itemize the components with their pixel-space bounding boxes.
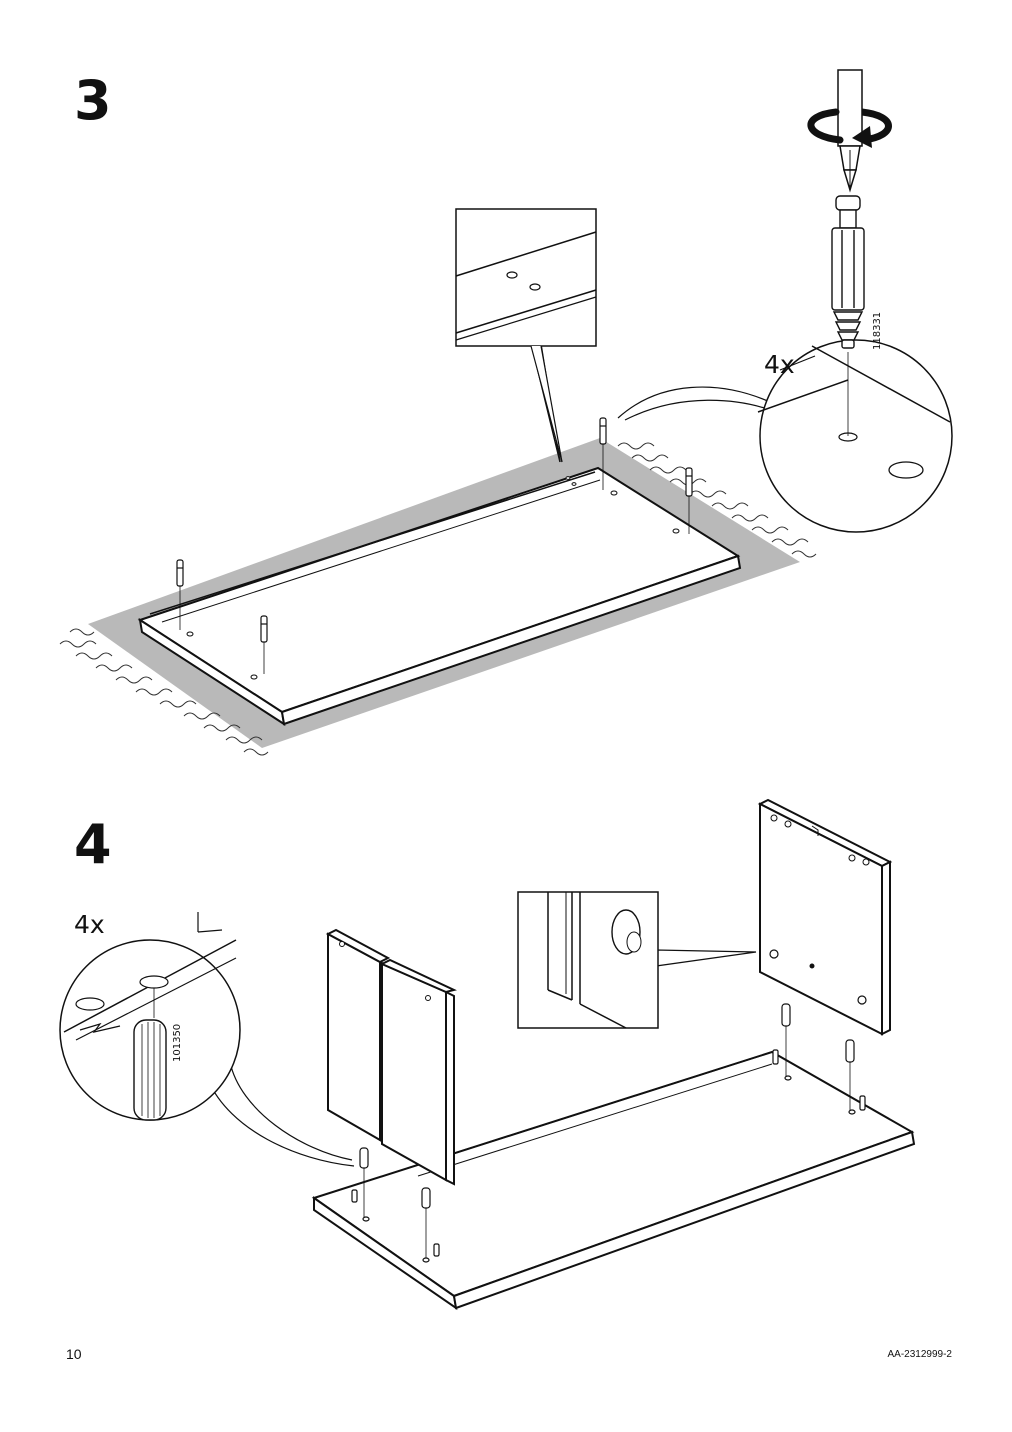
wooden-dowel-icon [133, 1019, 167, 1121]
document-code: AA-2312999-2 [887, 1349, 953, 1360]
step-4-illustration [59, 798, 916, 1311]
step-4-part-number: 101350 [172, 1023, 183, 1062]
detail-callout-cam-dowel [617, 339, 953, 533]
step-3-part-number: 118331 [872, 311, 883, 350]
detail-inset-holes [455, 208, 597, 463]
cam-dowels-small [176, 417, 693, 674]
step-3-quantity: 4x [764, 350, 795, 379]
side-panel-right [757, 798, 893, 1036]
base-panel [311, 1050, 916, 1311]
wooden-dowels-small [351, 1003, 866, 1263]
step-4-quantity: 4x [74, 910, 105, 939]
step-4-number: 4 [74, 813, 112, 876]
cam-dowel-icon [831, 195, 865, 349]
rotate-arrow-icon [807, 108, 892, 148]
top-panel [137, 466, 742, 727]
detail-inset-panel-edge [517, 891, 757, 1029]
page-number: 10 [66, 1346, 82, 1362]
step-3-illustration [59, 69, 953, 756]
side-panels-left [325, 928, 457, 1186]
detail-callout-wooden-dowel [59, 912, 355, 1167]
screwdriver-icon [837, 69, 863, 193]
step-3-number: 3 [74, 69, 112, 132]
